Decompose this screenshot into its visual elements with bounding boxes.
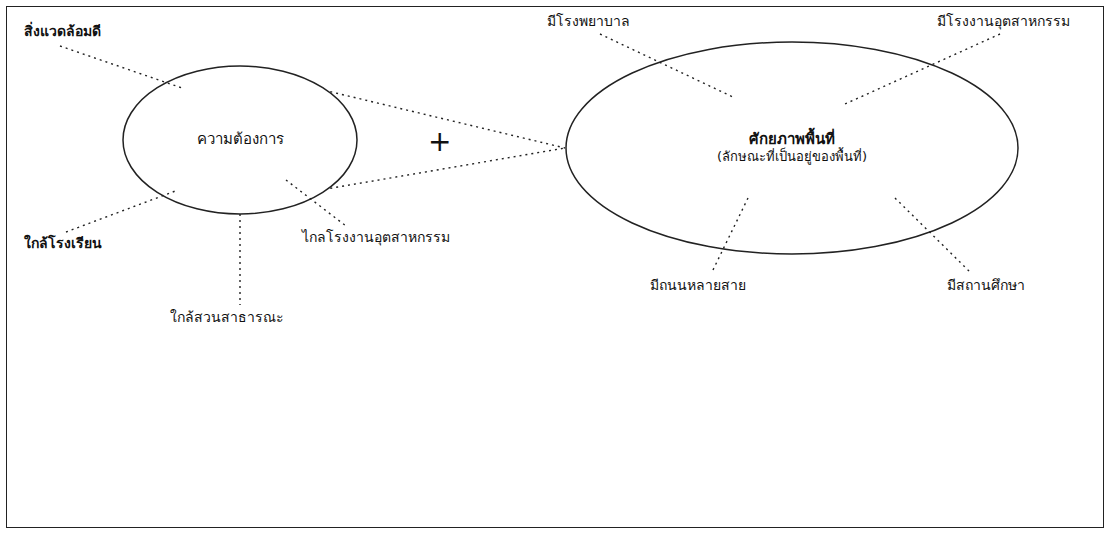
attribute-label: มีสถานศึกษา — [945, 276, 1027, 294]
dotted-connector — [330, 92, 565, 189]
ellipse-outline — [565, 41, 1019, 255]
leader-line — [600, 34, 735, 98]
attribute-label: ไกลโรงงานอุตสาหกรรม — [300, 228, 452, 246]
attribute-label: ใกล้สวนสาธารณะ — [168, 308, 286, 326]
attribute-label: มีโรงพยาบาล — [545, 12, 632, 30]
attribute-label: มีโรงงานอุตสาหกรรม — [935, 12, 1072, 30]
node-subtext: (ลักษณะที่เป็นอยู่ของพื้นที่) — [717, 149, 867, 166]
ellipse-node: ศักยภาพพื้นที่(ลักษณะที่เป็นอยู่ของพื้นท… — [565, 41, 1019, 255]
leader-line — [845, 34, 1000, 104]
attribute-label: มีถนนหลายสาย — [648, 276, 748, 294]
leader-line — [239, 214, 240, 305]
node-heading: ความต้องการ — [197, 130, 284, 150]
node-content: ศักยภาพพื้นที่(ลักษณะที่เป็นอยู่ของพื้นท… — [565, 41, 1019, 255]
leader-line — [712, 198, 748, 272]
node-heading: ศักยภาพพื้นที่ — [749, 130, 835, 150]
node-content: ความต้องการ — [122, 65, 358, 215]
plus-sign: + — [426, 124, 453, 160]
leader-line — [60, 46, 182, 88]
leader-line — [66, 190, 178, 232]
leader-line — [895, 198, 970, 272]
attribute-label: ใกล้โรงเรียน — [22, 234, 104, 252]
border-frame — [6, 6, 1104, 528]
ellipse-node: ความต้องการ — [122, 65, 358, 215]
attribute-label: สิ่งแวดล้อมดี — [22, 22, 103, 40]
